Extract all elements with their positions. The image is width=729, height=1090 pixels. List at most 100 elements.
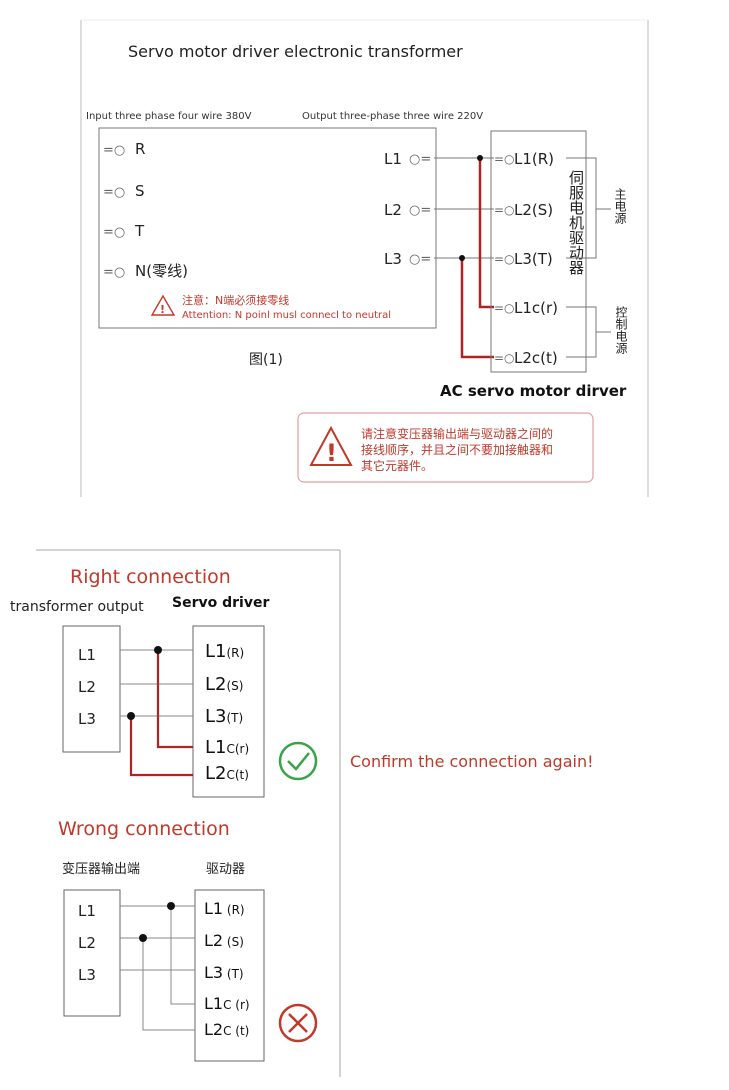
- terminal-glyph: =○: [103, 185, 125, 200]
- wrong-left-terminal: L3: [78, 966, 96, 984]
- right-control-wire: [156, 650, 193, 749]
- terminal-glyph: ○=: [409, 252, 431, 267]
- right-left-terminal: L1: [78, 646, 96, 664]
- terminal-glyph: =○: [494, 203, 515, 217]
- cross-circle: [278, 1003, 318, 1043]
- wrong-driver-terminal: L3 (T): [204, 963, 244, 982]
- warning-line-1: 请注意变压器输出端与驱动器之间的: [361, 426, 553, 441]
- wrong-connection-title: Wrong connection: [58, 818, 230, 840]
- junction-dot: [167, 902, 175, 910]
- ac-servo-label: AC servo motor dirver: [440, 382, 627, 400]
- output-caption: Output three-phase three wire 220V: [302, 111, 483, 122]
- wire-control-t: [460, 258, 494, 359]
- control-power-label: 控制电源: [614, 306, 628, 355]
- output-terminal-L2: L2 ○=: [384, 201, 431, 219]
- wrong-control-wire: [170, 906, 195, 1005]
- terminal-glyph: ○=: [409, 203, 431, 218]
- right-driver-box: [192, 625, 265, 798]
- wrong-transformer-label: 变压器输出端: [62, 861, 140, 877]
- input-terminal-label: N(零线): [135, 262, 188, 280]
- junction-dot: [477, 155, 483, 161]
- wrong-control-wire: [142, 938, 195, 1031]
- warning-box-frame: [297, 412, 594, 483]
- output-terminal-L1: L1 ○=: [384, 150, 431, 168]
- warning-exclamation: !: [160, 303, 165, 316]
- right-driver-label: Servo driver: [172, 595, 269, 611]
- input-terminal-R: =○ R: [103, 140, 145, 158]
- attention-cn: 注意：N端必须接零线: [182, 293, 289, 307]
- check-circle: [278, 741, 318, 781]
- output-terminal-label: L2: [384, 201, 402, 219]
- wrong-driver-label: 驱动器: [206, 862, 245, 877]
- driver-terminal-L1R: =○ L1(R): [494, 150, 554, 168]
- driver-terminal-label: L1(R): [514, 150, 554, 168]
- junction-dot: [139, 934, 147, 942]
- attention-en: Attention: N poinl musl connecl to neutr…: [182, 310, 391, 321]
- junction-dot: [154, 646, 162, 654]
- driver-terminal-label: L2(S): [514, 201, 553, 219]
- driver-terminal-label: L1c(r): [514, 299, 558, 317]
- warning-line-3: 其它元器件。: [361, 458, 433, 473]
- confirm-message: Confirm the connection again!: [350, 752, 594, 771]
- wrong-driver-terminal: L2 (S): [204, 931, 244, 950]
- bottom-panel: Right connection transformer output Serv…: [10, 549, 341, 1077]
- cross-stroke: [288, 1013, 308, 1033]
- input-terminal-label: R: [135, 140, 145, 158]
- figure-label: 图(1): [249, 352, 283, 368]
- input-caption: Input three phase four wire 380V: [86, 111, 252, 122]
- terminal-glyph: =○: [103, 143, 125, 158]
- wrong-driver-terminal: L1 (R): [204, 899, 245, 918]
- output-terminal-label: L1: [384, 150, 402, 168]
- right-left-terminal: L2: [78, 678, 96, 696]
- terminal-glyph: =○: [494, 152, 515, 166]
- right-driver-terminal: L2(S): [205, 674, 243, 695]
- warning-box: ! 请注意变压器输出端与驱动器之间的 接线顺序，并且之间不要加接触器和 其它元器…: [297, 412, 594, 483]
- right-connection-title: Right connection: [70, 566, 231, 588]
- driver-terminal-label: L3(T): [514, 250, 553, 268]
- transformer-box: [98, 127, 437, 329]
- warning-triangle-icon: [150, 294, 176, 316]
- terminal-glyph: =○: [103, 225, 125, 240]
- top-title: Servo motor driver electronic transforme…: [128, 42, 463, 61]
- input-terminal-label: S: [135, 182, 145, 200]
- wrong-left-terminal: L1: [78, 902, 96, 920]
- warning-exclamation: !: [326, 439, 337, 467]
- control-power-bracket: [566, 306, 597, 358]
- wrong-left-terminal: L2: [78, 934, 96, 952]
- right-left-terminal: L3: [78, 710, 96, 728]
- driver-vertical-label: 伺服电机驱动器: [567, 170, 585, 275]
- cross-icon: [278, 1003, 318, 1043]
- main-power-bracket: [566, 157, 597, 259]
- terminal-glyph: =○: [103, 265, 125, 280]
- output-terminal-label: L3: [384, 250, 402, 268]
- input-terminal-label: T: [134, 222, 145, 240]
- driver-terminal-L2S: =○ L2(S): [494, 201, 553, 219]
- wrong-driver-terminal: L2C (t): [204, 1020, 249, 1039]
- attention-note: ! 注意：N端必须接零线 Attention: N poinl musl con…: [150, 293, 391, 321]
- right-transformer-box: [62, 625, 121, 753]
- input-terminal-T: =○ T: [103, 222, 145, 240]
- input-terminal-S: =○ S: [103, 182, 145, 200]
- junction-dot: [459, 255, 465, 261]
- right-driver-terminal: L1(R): [205, 641, 244, 662]
- terminal-glyph: ○=: [409, 152, 431, 167]
- terminal-glyph: =○: [494, 252, 515, 266]
- driver-terminal-L1cr: =○ L1c(r): [494, 299, 558, 317]
- wire-control-r: [478, 158, 494, 309]
- top-panel: Servo motor driver electronic transforme…: [80, 19, 649, 497]
- wrong-transformer-box: [63, 889, 121, 1017]
- output-terminal-L3: L3 ○=: [384, 250, 431, 268]
- right-control-wire: [129, 716, 193, 777]
- terminal-glyph: =○: [494, 301, 515, 315]
- driver-terminal-L2ct: =○ L2c(t): [494, 349, 558, 367]
- main-power-label: 主电源: [613, 188, 627, 225]
- right-driver-terminal: L3(T): [205, 706, 243, 727]
- input-terminal-N: =○ N(零线): [103, 262, 188, 280]
- check-mark: [287, 752, 310, 771]
- warning-line-2: 接线顺序，并且之间不要加接触器和: [361, 442, 553, 457]
- right-driver-terminal: L1C(r): [205, 737, 249, 758]
- wrong-driver-box: [194, 889, 265, 1062]
- driver-terminal-L3T: =○ L3(T): [494, 250, 553, 268]
- warning-triangle-icon: [309, 425, 353, 466]
